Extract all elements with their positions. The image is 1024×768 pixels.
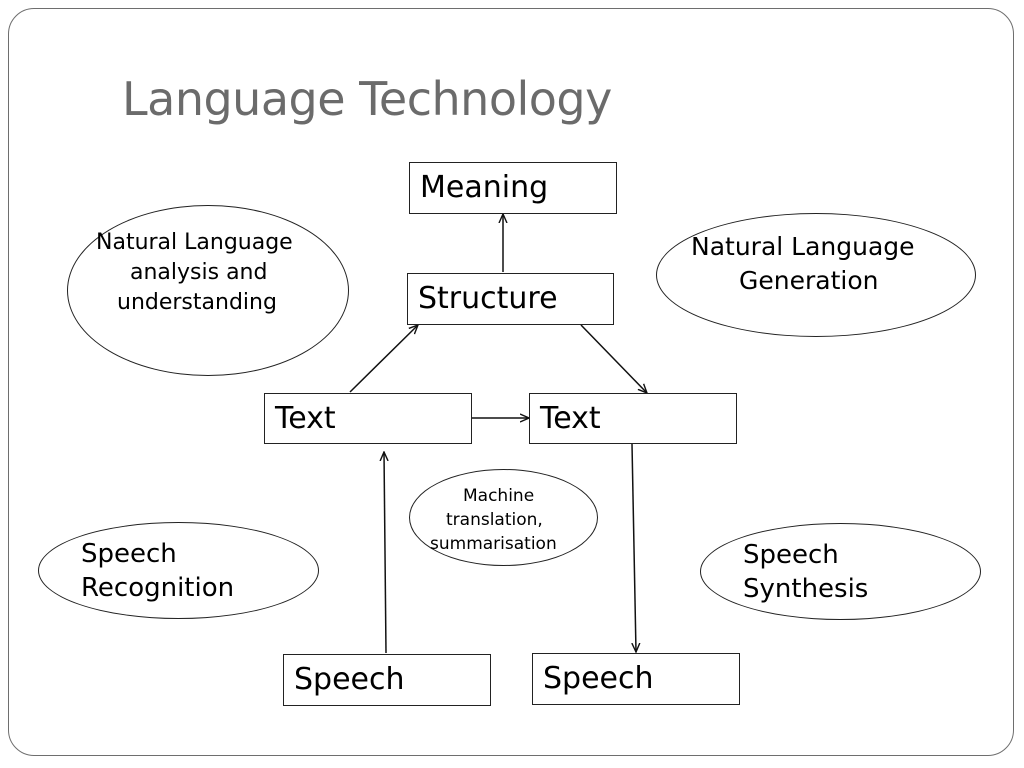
- oval-nl-generation: Natural Language Generation: [656, 213, 976, 337]
- slide-title: Language Technology: [122, 72, 612, 126]
- box-text-right: Text: [529, 393, 737, 444]
- nl-analysis-line-1: Natural Language: [96, 230, 293, 255]
- oval-speech-recognition: Speech Recognition: [38, 522, 319, 619]
- speech-synthesis-line-2: Synthesis: [743, 574, 869, 604]
- box-structure: Structure: [407, 273, 614, 325]
- machine-translation-line-1: Machine: [463, 486, 535, 506]
- speech-recognition-line-1: Speech: [81, 539, 177, 569]
- oval-machine-translation: Machine translation, summarisation: [409, 469, 598, 566]
- slide-frame: [8, 8, 1014, 756]
- machine-translation-line-2: translation,: [446, 510, 543, 530]
- box-speech-right: Speech: [532, 653, 740, 705]
- box-meaning: Meaning: [409, 162, 617, 214]
- arrow-speech-to-text: [384, 452, 386, 654]
- machine-translation-line-3: summarisation: [430, 534, 557, 554]
- box-speech-left: Speech: [283, 654, 491, 706]
- nl-analysis-line-2: analysis and: [130, 260, 268, 285]
- speech-recognition-line-2: Recognition: [81, 573, 235, 603]
- nl-analysis-line-3: understanding: [117, 290, 277, 315]
- oval-nl-analysis: Natural Language analysis and understand…: [67, 205, 349, 376]
- arrow-text-to-speech: [632, 443, 636, 652]
- arrow-text-to-structure: [349, 325, 418, 393]
- box-text-left: Text: [264, 393, 472, 444]
- oval-speech-synthesis: Speech Synthesis: [700, 523, 981, 620]
- nl-generation-line-1: Natural Language: [691, 232, 915, 261]
- arrow-structure-to-text: [580, 324, 647, 393]
- nl-generation-line-2: Generation: [739, 266, 879, 295]
- speech-synthesis-line-1: Speech: [743, 540, 839, 570]
